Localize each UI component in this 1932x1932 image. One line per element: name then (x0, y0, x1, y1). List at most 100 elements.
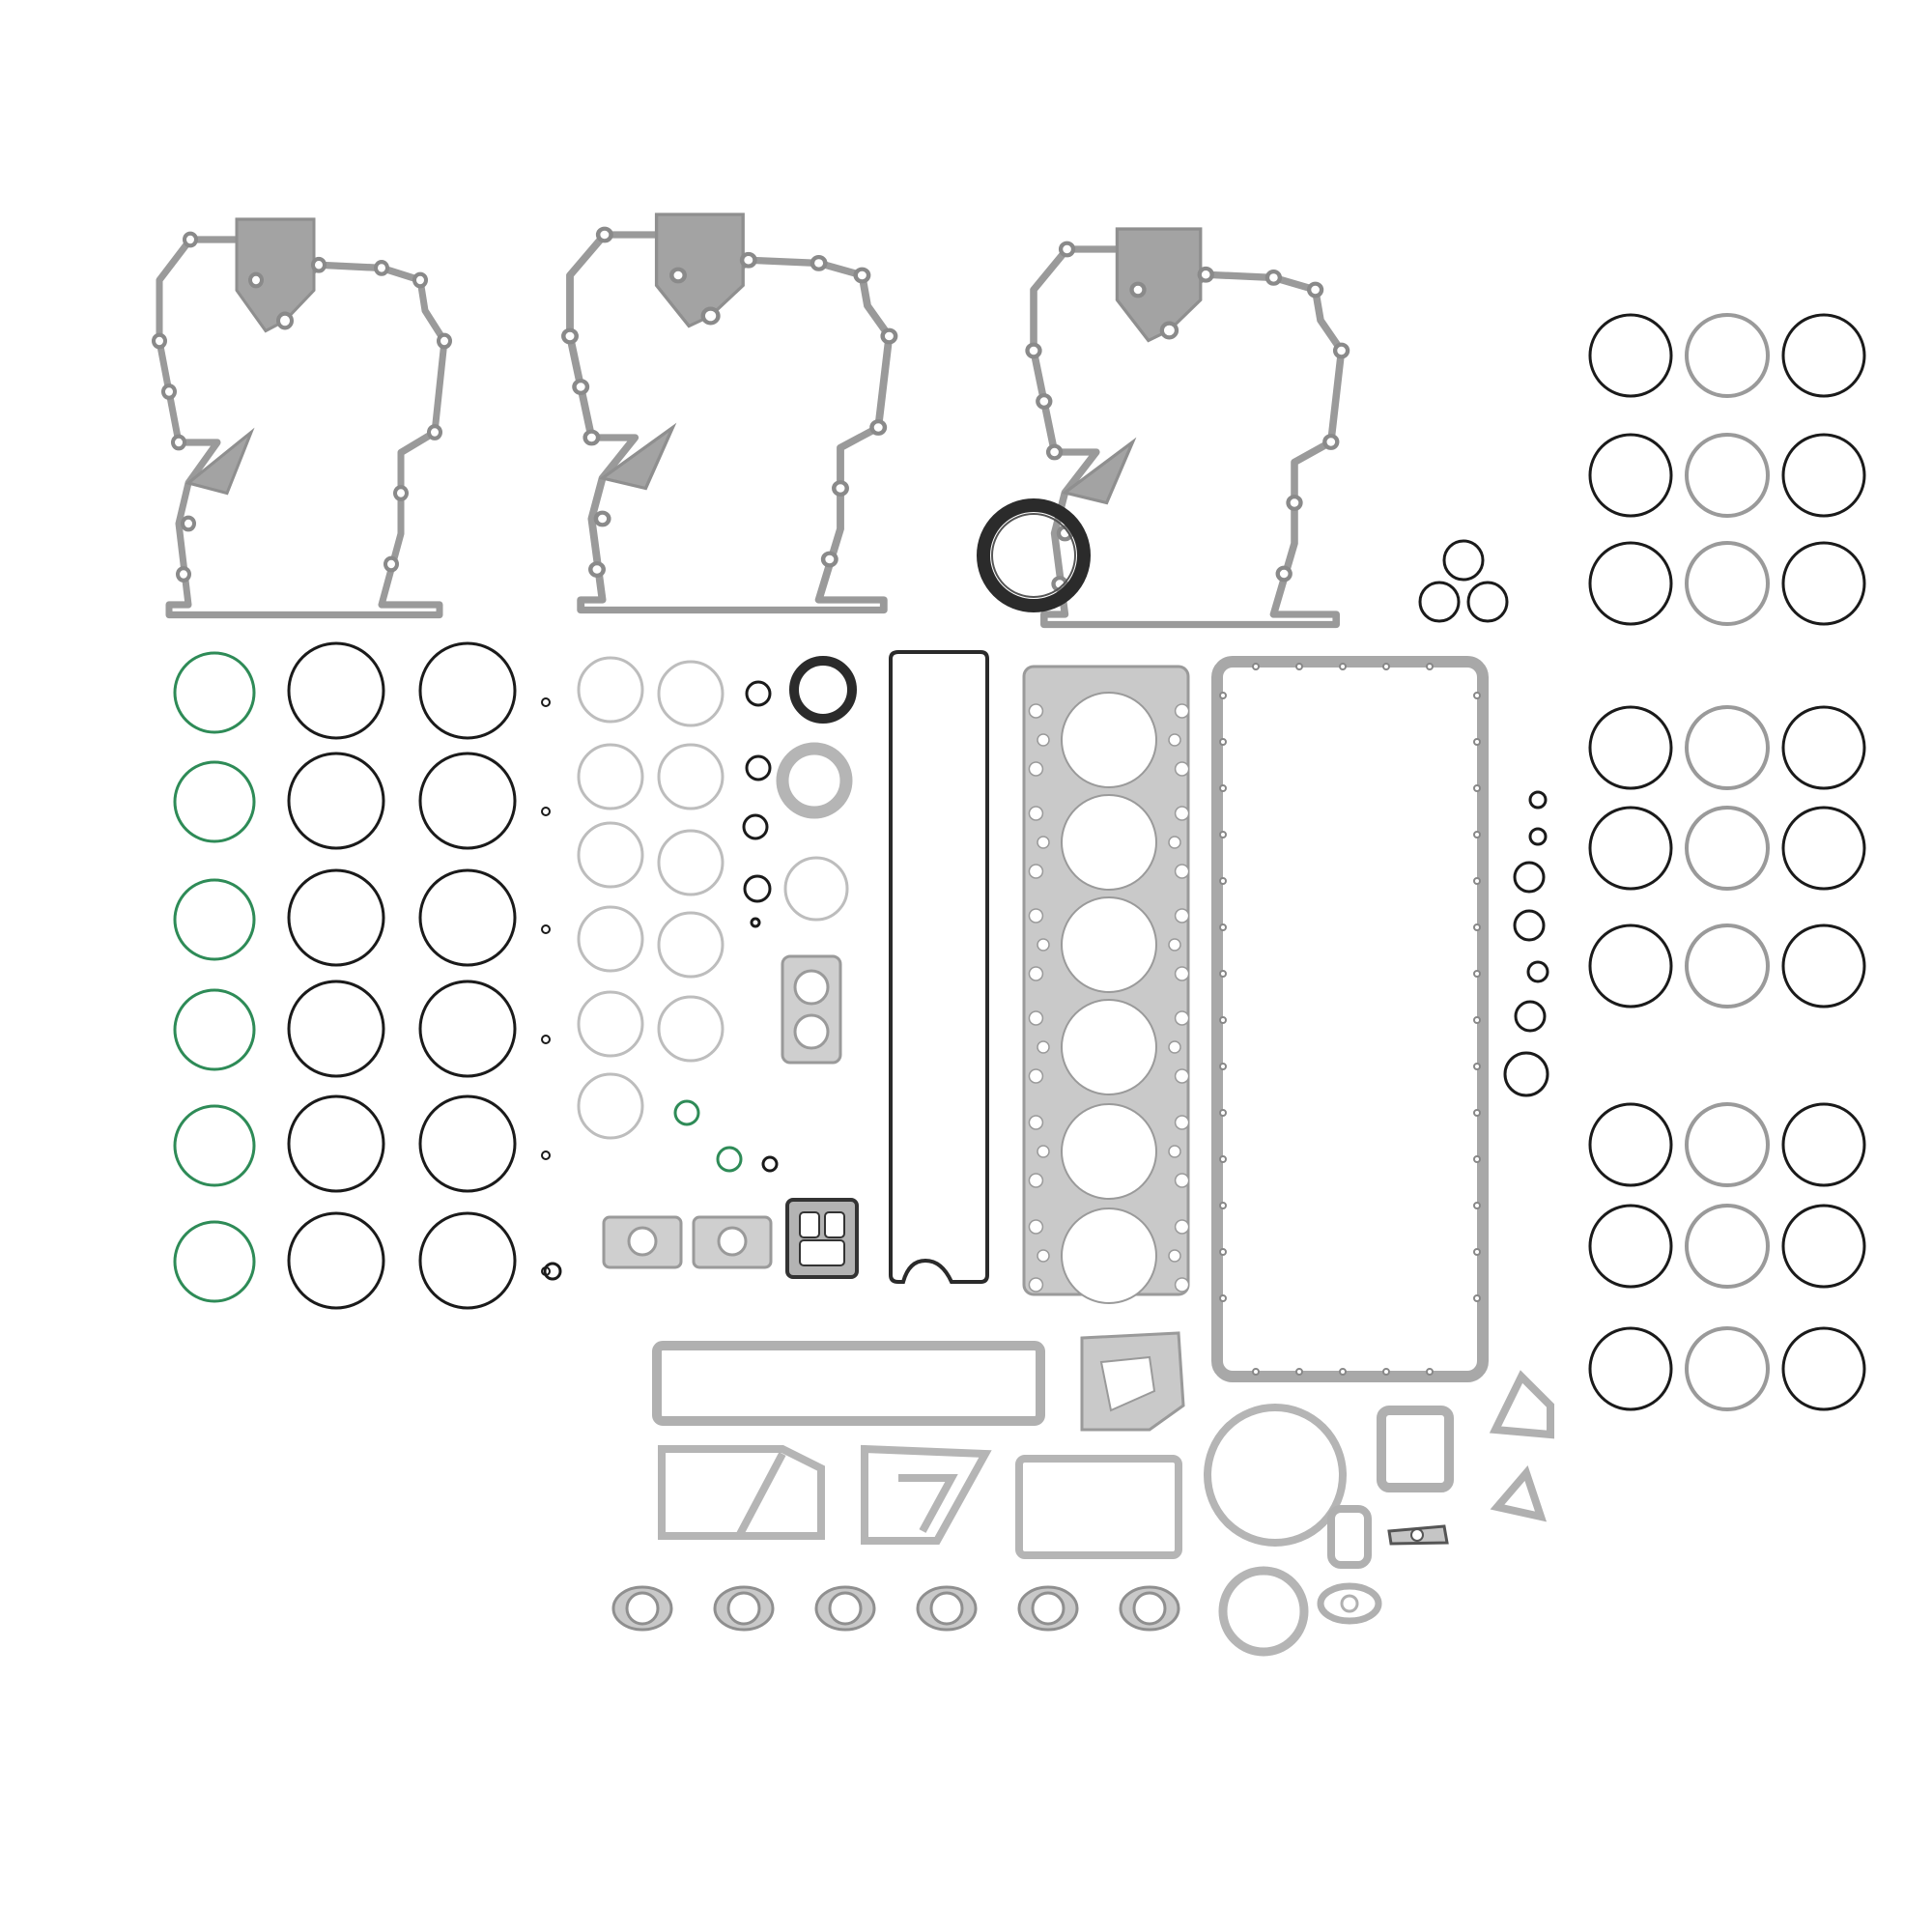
head-bolt-hole (1028, 1010, 1044, 1026)
flange-gasket-2 (692, 1215, 773, 1269)
liner-o-ring (173, 988, 256, 1071)
rect-port-gasket (1327, 1505, 1372, 1569)
exhaust-gasket-port (929, 1591, 964, 1626)
front-crankshaft-seal (789, 656, 857, 724)
pan-bolt-hole (1426, 1368, 1434, 1376)
coolant-hole (1037, 938, 1050, 952)
head-bolt-hole (1174, 1010, 1190, 1026)
piston-ring (1685, 1204, 1770, 1289)
cover-gasket-c (1015, 1455, 1182, 1559)
pan-bolt-hole (1219, 877, 1227, 885)
coolant-hole (1037, 1249, 1050, 1263)
pan-bolt-hole (1219, 692, 1227, 699)
small-o-ring (716, 1146, 743, 1173)
small-o-ring (750, 917, 761, 928)
piston-ring (1685, 1326, 1770, 1411)
pan-bolt-hole (1473, 1155, 1481, 1163)
coolant-hole (1037, 733, 1050, 747)
piston-ring (1781, 923, 1866, 1009)
piston-ring (1781, 1326, 1866, 1411)
piston-ring (1685, 433, 1770, 518)
piston-ring (1781, 313, 1866, 398)
piston-ring (1588, 313, 1673, 398)
pan-bolt-hole (1219, 923, 1227, 931)
small-o-ring (1503, 1051, 1549, 1097)
small-o-ring (543, 1262, 562, 1281)
head-bolt-hole (1174, 703, 1190, 719)
liner-o-ring (287, 752, 385, 850)
pan-bolt-hole (1219, 970, 1227, 978)
oil-pan-gasket (1211, 656, 1489, 1382)
pan-bolt-hole (1339, 1368, 1347, 1376)
timing-cover-gasket-right (1028, 229, 1349, 625)
pan-bolt-hole (1382, 663, 1390, 670)
flange-gasket-1 (602, 1215, 683, 1269)
pan-bolt-hole (1219, 784, 1227, 792)
coolant-hole (1168, 938, 1181, 952)
elbow-gasket (1489, 1370, 1554, 1439)
small-o-ring (1514, 1000, 1547, 1033)
head-bolt-hole (1028, 1115, 1044, 1130)
pan-bolt-hole (1473, 1248, 1481, 1256)
small-o-rings-column (1503, 790, 1549, 1097)
exhaust-gasket-port (1132, 1591, 1167, 1626)
light-o-ring (577, 743, 644, 810)
coolant-hole (1168, 836, 1181, 849)
tiny-o-ring (541, 807, 551, 816)
small-o-ring (742, 813, 769, 840)
small-o-ring (673, 1099, 700, 1126)
piston-ring (1588, 806, 1673, 891)
tiny-o-ring (541, 1151, 551, 1160)
head-bolt-hole (1174, 761, 1190, 777)
pan-bolt-hole (1219, 1155, 1227, 1163)
pan-bolt-hole (1473, 1016, 1481, 1024)
cylinder-bore (1061, 1208, 1157, 1304)
pump-flange-gasket (1218, 1566, 1309, 1657)
light-o-ring (577, 656, 644, 724)
coolant-hole (1168, 1249, 1181, 1263)
head-bolt-hole (1028, 806, 1044, 821)
exhaust-port-gasket (611, 1585, 673, 1632)
pan-bolt-hole (1473, 970, 1481, 978)
small-light-o-rings (543, 656, 779, 1281)
pan-bolt-hole (1426, 663, 1434, 670)
pan-bolt-hole (1295, 1368, 1303, 1376)
liner-o-ring (418, 1094, 517, 1193)
pan-bolt-hole (1473, 1063, 1481, 1070)
liner-o-ring (287, 980, 385, 1078)
piston-ring (1685, 806, 1770, 891)
tiny-o-ring (541, 697, 551, 707)
oil-line-gasket (1387, 1524, 1449, 1546)
light-o-ring (657, 911, 724, 979)
small-o-ring (1513, 861, 1546, 894)
pan-bolt-hole (1473, 923, 1481, 931)
liner-o-ring (173, 878, 256, 961)
small-o-ring (1513, 909, 1546, 942)
piston-ring (1588, 1326, 1673, 1411)
exhaust-port-gasket (814, 1585, 876, 1632)
small-o-ring (1528, 790, 1548, 810)
piston-ring (1588, 541, 1673, 626)
pan-bolt-hole (1252, 1368, 1260, 1376)
liner-o-ring (418, 641, 517, 740)
dual-port-gasket (781, 954, 842, 1065)
head-bolt-hole (1028, 1219, 1044, 1235)
head-bolt-hole (1028, 864, 1044, 879)
exhaust-port-gasket (916, 1585, 978, 1632)
head-bolt-hole (1174, 1277, 1190, 1293)
light-o-ring (577, 905, 644, 973)
pan-bolt-hole (1219, 738, 1227, 746)
exhaust-gasket-port (1031, 1591, 1065, 1626)
tiny-o-ring (541, 1035, 551, 1044)
piston-ring-sets (1588, 313, 1866, 1411)
head-bolt-hole (1028, 966, 1044, 981)
small-o-ring (1526, 960, 1549, 983)
exhaust-port-gasket (1017, 1585, 1079, 1632)
small-oval-gasket (1317, 1582, 1382, 1625)
valve-cover-gasket (889, 650, 989, 1284)
cylinder-bore (1061, 896, 1157, 993)
head-bolt-hole (1174, 1219, 1190, 1235)
pan-bolt-hole (1473, 877, 1481, 885)
piston-ring (1781, 705, 1866, 790)
small-o-ring (743, 874, 772, 903)
